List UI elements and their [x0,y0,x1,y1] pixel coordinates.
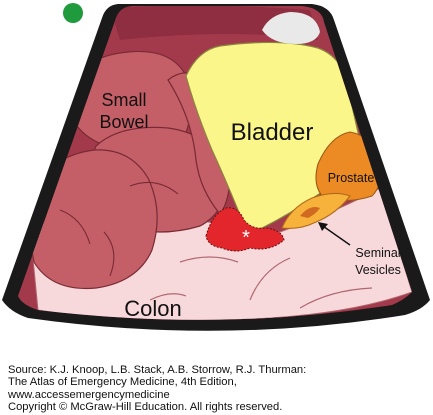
ultrasound-diagram: Small Bowel Bladder Prostate Seminal Ves… [2,3,430,331]
source-line-1: Source: K.J. Knoop, L.B. Stack, A.B. Sto… [8,364,307,376]
colon-label: Colon [124,296,181,321]
acoustic-window [262,12,320,44]
bladder-label: Bladder [231,119,314,146]
small-bowel-label-line2: Bowel [99,112,148,132]
fluid-asterisk: * [242,227,250,249]
seminal-vesicles-arrowhead [318,222,328,231]
source-line-3: www.accessemergencymedicine [8,388,170,401]
colon-fold-4 [149,293,187,301]
bowel-fold-3 [129,181,179,195]
source-line-2: The Atlas of Emergency Medicine, 4th Edi… [8,376,237,389]
small-bowel-loop-lower [30,149,158,290]
seminal-vesicles-label-line2: Vesicles [355,263,401,277]
probe-indicator-dot [63,3,83,23]
bowel-fold-1 [103,231,115,277]
seminal-vesicles-inner [300,207,320,218]
prostate-label: Prostate [328,171,375,185]
colon-fold-1 [179,256,239,263]
seminal-vesicles-label-line1: Seminal [355,246,400,260]
source-line-4: Copyright © McGraw-Hill Education. All r… [8,401,283,414]
source-citation: Source: K.J. Knoop, L.B. Stack, A.B. Sto… [8,364,428,414]
bowel-fold-2 [59,209,91,245]
colon-fold-3 [299,287,373,309]
free-fluid [205,207,285,252]
colon-fold-2 [249,257,291,301]
small-bowel-label-line1: Small [101,90,146,110]
